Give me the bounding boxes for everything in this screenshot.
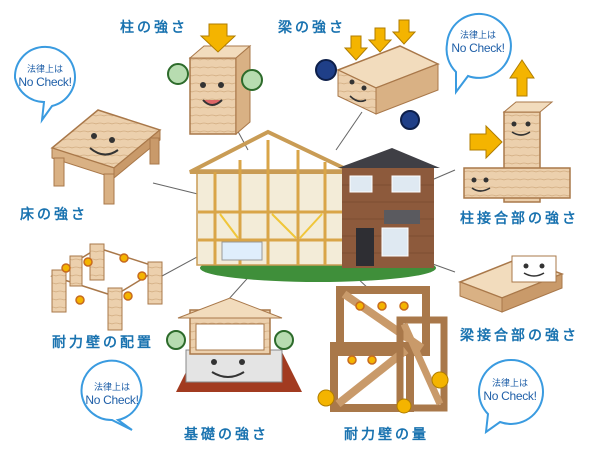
bubble-no-check-text: No Check! xyxy=(18,75,72,89)
floor-character xyxy=(50,109,162,205)
no-check-bubble: 法律上は No Check! xyxy=(14,64,76,89)
wall-amount-character xyxy=(317,286,449,414)
bubble-shapes xyxy=(13,12,544,435)
beam-character xyxy=(315,19,440,130)
label-wall-layout: 耐力壁の配置 xyxy=(52,335,154,351)
no-check-bubble: 法律上は No Check! xyxy=(446,30,510,55)
label-floor: 床の強さ xyxy=(20,207,88,223)
bubble-no-check-text: No Check! xyxy=(451,41,505,55)
bubble-no-check-text: No Check! xyxy=(85,393,139,407)
no-check-bubble: 法律上は No Check! xyxy=(478,378,542,403)
wall-layout-character xyxy=(50,243,163,331)
label-wall-amount: 耐力壁の量 xyxy=(344,427,429,443)
bubble-law-text: 法律上は xyxy=(491,378,528,388)
bubble-law-text: 法律上は xyxy=(93,382,130,392)
pillar-joint-character xyxy=(463,59,571,203)
bubble-no-check-text: No Check! xyxy=(483,389,537,403)
bubble-law-text: 法律上は xyxy=(26,64,63,74)
no-check-bubble: 法律上は No Check! xyxy=(82,382,142,407)
house-frame xyxy=(189,129,440,282)
label-beam-joint: 梁接合部の強さ xyxy=(460,328,579,344)
beam-joint-character xyxy=(457,255,565,313)
label-beam: 梁の強さ xyxy=(278,20,346,36)
label-foundation: 基礎の強さ xyxy=(184,427,269,443)
label-pillar-joint: 柱接合部の強さ xyxy=(460,211,579,227)
bubble-law-text: 法律上は xyxy=(459,30,496,40)
foundation-character xyxy=(166,297,302,392)
label-pillar: 柱の強さ xyxy=(120,20,188,36)
pillar-character xyxy=(167,23,263,136)
